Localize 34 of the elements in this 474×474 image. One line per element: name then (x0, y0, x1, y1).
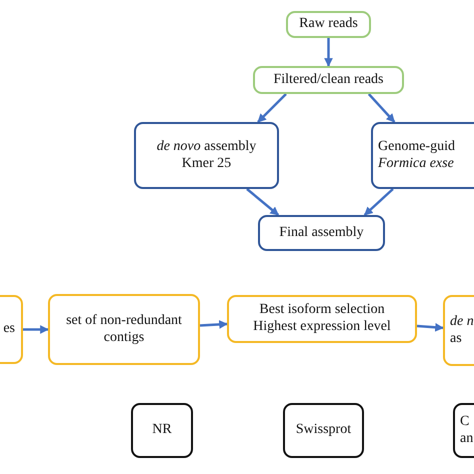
box-text: Best isoform selection (258, 302, 386, 319)
box-text: es (2, 321, 15, 338)
box-text: NR (151, 422, 173, 439)
box-text: Highest expression level (252, 319, 392, 336)
box-text: Raw reads (298, 16, 359, 33)
box-text: C (460, 414, 470, 430)
box-text: Genome-guid (378, 138, 456, 156)
box-text: Filtered/clean reads (272, 72, 384, 88)
process-box (48, 294, 200, 365)
process-box (227, 295, 417, 343)
process-box (258, 215, 385, 251)
process-box (371, 122, 474, 189)
box-text: Kmer 25 (180, 156, 232, 172)
arrow (23, 325, 49, 334)
arrow (200, 320, 228, 329)
process-box (131, 403, 193, 458)
box-text: Swissprot (294, 422, 352, 439)
arrow (416, 322, 444, 332)
box-text: Formica exse (378, 156, 455, 172)
arrow (368, 93, 396, 123)
arrow (324, 38, 333, 67)
box-text: an (460, 430, 474, 448)
box-text: Final assembly (278, 224, 365, 242)
arrow (364, 188, 394, 216)
process-box (253, 66, 404, 94)
arrow (257, 93, 287, 123)
process-box (286, 11, 371, 38)
box-text: as (450, 330, 463, 348)
arrow (246, 188, 280, 216)
box-text: de novo assembly (156, 138, 258, 156)
box-text: de n (450, 314, 474, 330)
box-text: set of non-redundant contigs (65, 312, 183, 346)
process-box (134, 122, 279, 189)
process-box (283, 403, 364, 458)
